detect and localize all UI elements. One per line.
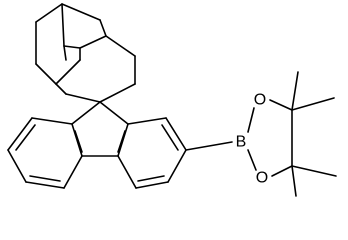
double-bond-line: [74, 130, 83, 153]
bond: [247, 149, 257, 171]
bond: [165, 117, 187, 151]
bond: [55, 59, 81, 85]
oxygen-atom-label-top: O: [254, 92, 266, 109]
bond: [99, 83, 136, 103]
boron-atom-label: B: [236, 134, 247, 151]
molecule-drawing: B O O: [7, 3, 337, 197]
bond: [55, 83, 67, 95]
double-bond-line: [29, 175, 61, 182]
bond: [247, 107, 255, 133]
aryl-boron-bond: [185, 141, 233, 151]
bond: [167, 149, 187, 183]
left-benzene-ring: [7, 117, 83, 189]
bond: [117, 155, 137, 189]
bond: [99, 19, 107, 37]
methyl-bond: [291, 165, 297, 197]
bond: [63, 45, 67, 61]
methyl-bond: [291, 165, 337, 177]
chemical-structure-diagram: B O O: [7, 3, 337, 197]
bond: [35, 63, 57, 85]
bond: [7, 149, 27, 183]
bond: [7, 117, 33, 151]
bond: [271, 165, 293, 177]
bond: [269, 99, 293, 111]
atom-labels: B O O: [236, 92, 269, 187]
adamantane-cage: [35, 3, 136, 103]
bond: [63, 155, 83, 189]
right-benzene-ring: [117, 117, 187, 189]
oxygen-atom-label-bottom: O: [256, 170, 268, 187]
double-bond-line: [161, 124, 179, 151]
bond: [79, 35, 107, 49]
bond: [135, 181, 169, 189]
bond: [35, 3, 63, 23]
bond: [117, 123, 129, 157]
double-bond-line: [15, 124, 36, 151]
bond: [61, 3, 101, 21]
methyl-bond: [291, 71, 299, 111]
double-bond-line: [137, 175, 165, 182]
dioxaborolane-ring: [247, 99, 293, 177]
methyl-bond: [291, 97, 335, 111]
bond: [105, 35, 136, 57]
bond: [63, 45, 81, 49]
bond: [25, 181, 65, 189]
methyl-groups: [291, 71, 337, 197]
bond: [31, 117, 73, 125]
fluorene-five-ring: [71, 101, 129, 157]
double-bond-line: [117, 130, 126, 153]
bond: [65, 93, 101, 103]
bond: [71, 123, 83, 157]
bond: [99, 101, 129, 125]
bond: [61, 3, 65, 47]
bond: [127, 117, 167, 125]
bond: [71, 101, 101, 125]
